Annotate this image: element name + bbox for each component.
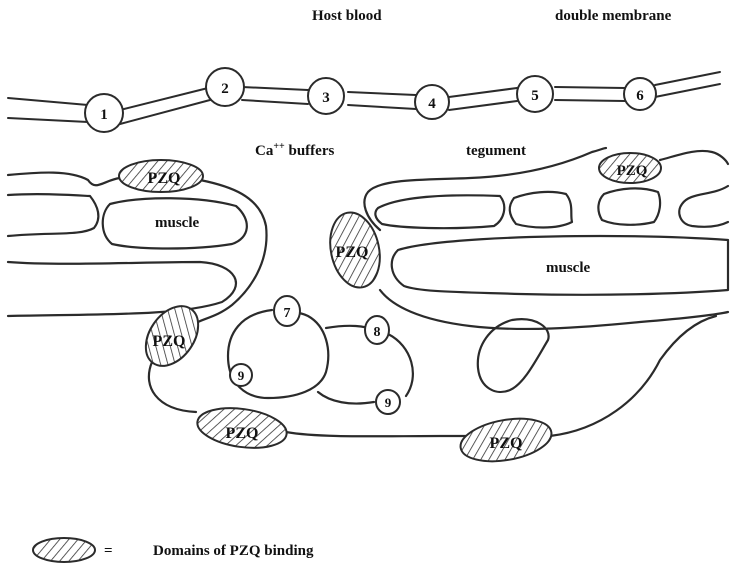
node-label: 5 bbox=[531, 88, 539, 104]
host-blood-label: Host blood bbox=[312, 8, 382, 24]
pzq-label: PZQ bbox=[148, 170, 181, 187]
pzq-label: PZQ bbox=[490, 435, 523, 452]
legend-hatched-swatch bbox=[33, 538, 95, 562]
node-label: 8 bbox=[374, 325, 381, 340]
ca-buffers-label: Ca++ buffers bbox=[255, 141, 334, 159]
pzq-domain-top-left: PZQ bbox=[119, 160, 203, 192]
pzq-label: PZQ bbox=[153, 333, 186, 350]
node-label: 1 bbox=[100, 107, 108, 123]
legend: = Domains of PZQ binding bbox=[33, 538, 314, 562]
right-muscle-segments: muscle bbox=[375, 188, 728, 294]
membrane-node-3: 3 bbox=[308, 78, 344, 114]
legend-equals-sign: = bbox=[104, 543, 113, 559]
muscle-label-right: muscle bbox=[546, 260, 591, 276]
muscle-label-left: muscle bbox=[155, 215, 200, 231]
node-label: 6 bbox=[636, 88, 644, 104]
node-label: 7 bbox=[284, 306, 291, 321]
right-tegument bbox=[364, 148, 728, 329]
membrane-node-2: 2 bbox=[206, 68, 244, 106]
node-label: 4 bbox=[428, 96, 436, 112]
node-label: 3 bbox=[322, 90, 330, 106]
membrane-node-4: 4 bbox=[415, 85, 449, 119]
legend-text: Domains of PZQ binding bbox=[153, 543, 314, 559]
internal-node-9b: 9 bbox=[376, 390, 400, 414]
internal-node-7: 7 bbox=[274, 296, 300, 326]
internal-node-8: 8 bbox=[365, 316, 389, 344]
double-membrane-label: double membrane bbox=[555, 8, 672, 24]
pzq-label: PZQ bbox=[617, 163, 648, 179]
internal-node-9a: 9 bbox=[230, 364, 252, 386]
pzq-label: PZQ bbox=[226, 425, 259, 442]
node-label: 9 bbox=[385, 395, 392, 410]
membrane-node-6: 6 bbox=[624, 78, 656, 110]
pzq-label: PZQ bbox=[336, 244, 369, 261]
node-label: 9 bbox=[238, 368, 245, 383]
pzq-domain-bottom-left: PZQ bbox=[195, 403, 289, 453]
membrane-node-1: 1 bbox=[85, 94, 123, 132]
tegument-label: tegument bbox=[466, 143, 526, 159]
pzq-domain-bottom-right: PZQ bbox=[457, 412, 555, 467]
left-muscle-block: muscle bbox=[103, 198, 247, 248]
membrane-node-5: 5 bbox=[517, 76, 553, 112]
node-label: 2 bbox=[221, 81, 229, 97]
pzq-domain-top-right: PZQ bbox=[599, 153, 661, 183]
